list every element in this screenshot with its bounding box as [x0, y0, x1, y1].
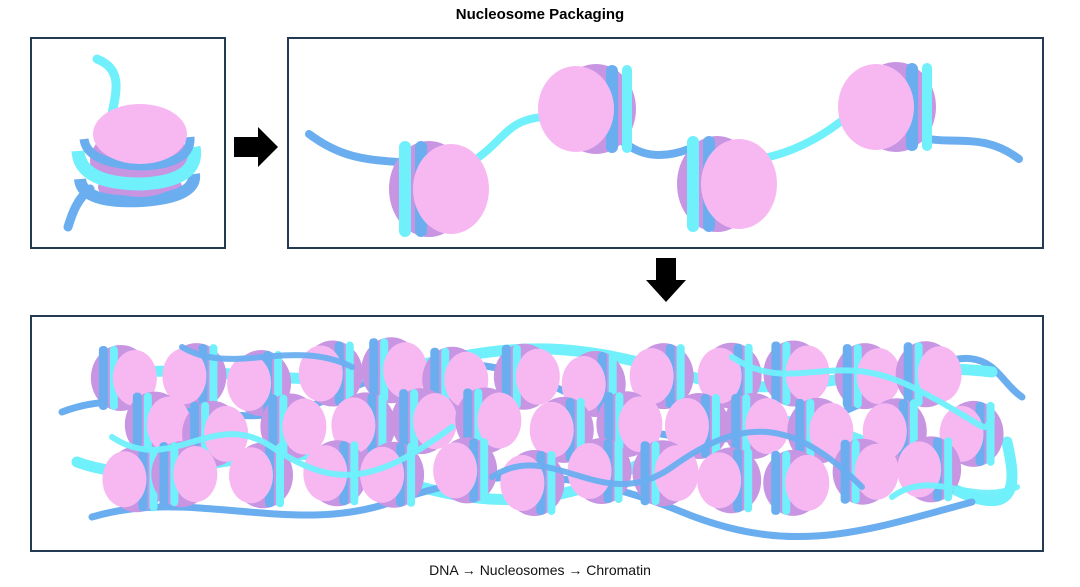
- diagram-title: Nucleosome Packaging: [455, 6, 625, 23]
- dna-strand: [179, 344, 355, 370]
- nucleosome-bead: [124, 391, 191, 458]
- nucleosome-bead: [538, 64, 636, 154]
- histone-core-top: [93, 104, 187, 164]
- nucleosome-bead: [229, 442, 294, 509]
- nucleosome-bead: [162, 343, 227, 410]
- nucleosome-bead: [151, 441, 218, 508]
- nucleosome-bead: [455, 387, 522, 454]
- nucleosome-bead: [838, 62, 936, 152]
- nucleosome-bead: [493, 343, 560, 410]
- single-nucleosome-drawing: [63, 54, 202, 232]
- nucleosome-bead: [361, 337, 428, 404]
- down-arrow-icon: [646, 258, 686, 302]
- dna-linker: [755, 115, 848, 163]
- nucleosome-bead: [500, 449, 565, 516]
- nucleosome-bead: [723, 393, 790, 460]
- nucleosome-bead: [391, 388, 458, 455]
- nucleosome-bead: [697, 447, 762, 514]
- nucleosome-bead: [331, 392, 396, 459]
- panel-beads-on-string: [287, 37, 1044, 249]
- chromatin-fiber-drawing: [58, 337, 1026, 541]
- dna-strand: [889, 482, 1020, 500]
- panel-single-nucleosome: [30, 37, 226, 249]
- nucleosome-bead: [260, 393, 327, 460]
- panel-chromatin-fiber: [30, 315, 1044, 552]
- diagram-caption: DNA → Nucleosomes → Chromatin: [429, 562, 651, 578]
- nucleosome-bead: [677, 136, 777, 232]
- dna-strand: [729, 354, 995, 430]
- dna-strand-top: [92, 54, 121, 119]
- dna-linker: [475, 113, 548, 161]
- nucleosome-bead: [895, 341, 962, 408]
- beads-on-string-drawing: [305, 62, 1023, 237]
- dna-wrap-middle: [71, 145, 202, 191]
- nucleosome-bead: [834, 343, 901, 410]
- nucleosome-bead: [763, 449, 830, 516]
- dna-strand: [489, 428, 865, 490]
- right-arrow-icon: [234, 127, 278, 167]
- dna-wrap-upper: [79, 136, 195, 171]
- nucleosome-bead: [433, 437, 498, 504]
- nucleosome-bead: [897, 436, 962, 503]
- nucleosome-bead: [629, 343, 694, 410]
- dna-strand: [109, 424, 455, 478]
- nucleosome-bead: [102, 446, 167, 513]
- nucleosome-bead: [389, 141, 489, 237]
- dna-strand-bottom: [63, 184, 95, 232]
- nucleosome-bead: [567, 438, 632, 505]
